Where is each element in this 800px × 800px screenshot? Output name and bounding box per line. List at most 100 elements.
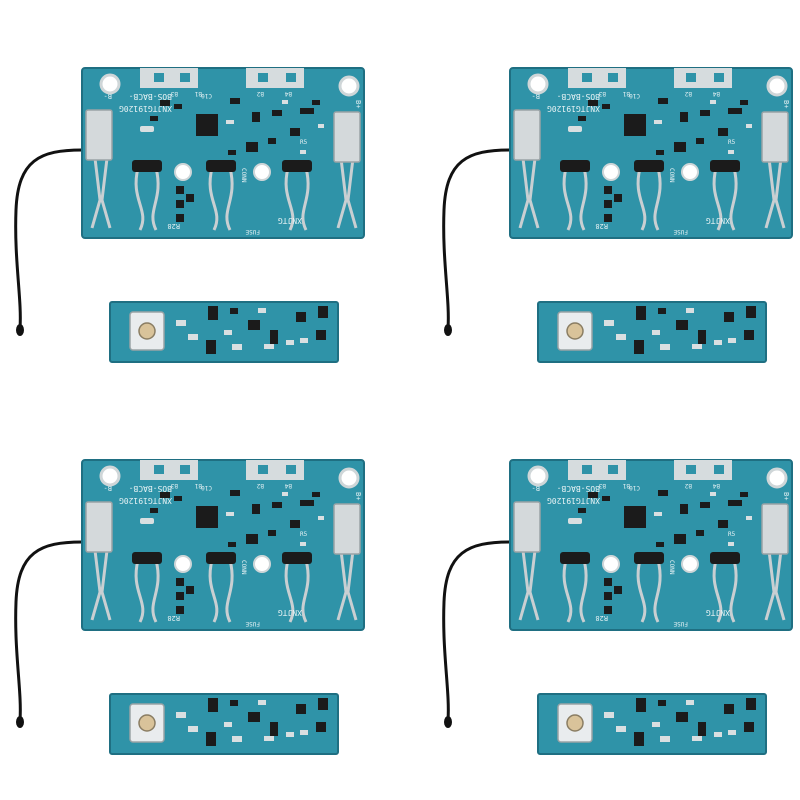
mounting-hole bbox=[766, 75, 788, 97]
silk-b-plus: B+ bbox=[354, 100, 362, 108]
terminal-block bbox=[513, 109, 541, 161]
silk-r28: R28 bbox=[595, 222, 608, 230]
silk-code: XNJTG19120G bbox=[119, 104, 172, 113]
silk-fuse: FUSE bbox=[673, 228, 688, 235]
mounting-hole bbox=[602, 555, 620, 573]
silk-r5: R5 bbox=[300, 139, 308, 146]
silk-b1: B1 bbox=[622, 482, 630, 489]
silk-b2: B2 bbox=[684, 482, 692, 489]
battery-contact-clips bbox=[90, 149, 358, 231]
silk-r5: R5 bbox=[728, 531, 736, 538]
led-indicator-board bbox=[537, 693, 767, 755]
silk-b-plus: B+ bbox=[782, 492, 790, 500]
smd-components bbox=[578, 98, 748, 222]
mounting-hole bbox=[602, 163, 620, 181]
main-board: BOS-BACB- XNJTG19120G XNJTG FUSE R28 CON… bbox=[509, 459, 793, 631]
terminal-block bbox=[85, 501, 113, 553]
thermistor-bead bbox=[16, 324, 24, 336]
silk-r28: R28 bbox=[595, 614, 608, 622]
thermistor-bead bbox=[444, 324, 452, 336]
thermistor-bead bbox=[16, 716, 24, 728]
silk-b1: B1 bbox=[622, 90, 630, 97]
terminal-block bbox=[761, 111, 789, 163]
smd-components bbox=[634, 698, 756, 746]
smd-components bbox=[206, 306, 328, 354]
battery-contact-clips bbox=[518, 541, 786, 623]
bms-kit-svg: BOS-BACB- XNJTG19120G XNJTG FUSE R28 CON… bbox=[14, 459, 365, 755]
silk-fuse: FUSE bbox=[245, 228, 260, 235]
silk-brand: XNJTG bbox=[278, 608, 302, 617]
silk-code: XNJTG19120G bbox=[119, 496, 172, 505]
silk-r28: R28 bbox=[167, 614, 180, 622]
ic-chip bbox=[624, 506, 646, 528]
mounting-hole bbox=[527, 73, 549, 95]
mounting-hole bbox=[338, 75, 360, 97]
bms-kit: BOS-BACB- XNJTG19120G XNJTG FUSE R28 CON… bbox=[428, 392, 800, 792]
main-board: BOS-BACB- XNJTG19120G XNJTG FUSE R28 CON… bbox=[509, 67, 793, 239]
led-indicator-board bbox=[109, 693, 339, 755]
silk-b-minus: B- bbox=[532, 92, 540, 100]
mounting-hole bbox=[338, 467, 360, 489]
thermistor-wire bbox=[442, 540, 512, 722]
mounting-hole bbox=[174, 163, 192, 181]
smd-components bbox=[578, 490, 748, 614]
silk-brand: XNJTG bbox=[706, 216, 730, 225]
mounting-hole bbox=[527, 465, 549, 487]
silk-c10: C10 bbox=[629, 484, 640, 491]
silk-code: XNJTG19120G bbox=[547, 496, 600, 505]
main-board: BOS-BACB- XNJTG19120G XNJTG FUSE R28 CON… bbox=[81, 67, 365, 239]
tactile-switch-button bbox=[566, 714, 584, 732]
silk-brand: XNJTG bbox=[706, 608, 730, 617]
silk-b2: B2 bbox=[684, 90, 692, 97]
silk-c10: C10 bbox=[201, 484, 212, 491]
terminal-block bbox=[513, 501, 541, 553]
silk-b3: B3 bbox=[598, 482, 606, 489]
mounting-hole bbox=[253, 555, 271, 573]
tactile-switch-button bbox=[138, 322, 156, 340]
silk-r5: R5 bbox=[728, 139, 736, 146]
ic-chip bbox=[624, 114, 646, 136]
silk-fuse: FUSE bbox=[673, 620, 688, 627]
mounting-hole bbox=[681, 163, 699, 181]
silk-model: BOS-BACB- bbox=[557, 92, 600, 101]
silk-code: XNJTG19120G bbox=[547, 104, 600, 113]
bms-kit-svg: BOS-BACB- XNJTG19120G XNJTG FUSE R28 CON… bbox=[14, 67, 365, 363]
silk-brand: XNJTG bbox=[278, 216, 302, 225]
silk-c10: C10 bbox=[201, 92, 212, 99]
terminal-block bbox=[761, 503, 789, 555]
battery-contact-clips bbox=[518, 149, 786, 231]
silk-b4: B4 bbox=[712, 90, 720, 97]
silk-model: BOS-BACB- bbox=[129, 484, 172, 493]
smd-components bbox=[150, 490, 320, 614]
tactile-switch-button bbox=[138, 714, 156, 732]
bms-kit: BOS-BACB- XNJTG19120G XNJTG FUSE R28 CON… bbox=[0, 392, 400, 792]
thermistor-wire bbox=[14, 148, 84, 330]
mounting-hole bbox=[99, 73, 121, 95]
led-indicator-board bbox=[109, 301, 339, 363]
thermistor-wire bbox=[14, 540, 84, 722]
silk-conn: CONN bbox=[240, 560, 247, 575]
silk-b4: B4 bbox=[284, 482, 292, 489]
silk-b-minus: B- bbox=[104, 484, 112, 492]
bms-kit: BOS-BACB- XNJTG19120G XNJTG FUSE R28 CON… bbox=[0, 0, 400, 400]
smd-components bbox=[206, 698, 328, 746]
main-board: BOS-BACB- XNJTG19120G XNJTG FUSE R28 CON… bbox=[81, 459, 365, 631]
mounting-hole bbox=[174, 555, 192, 573]
silk-b3: B3 bbox=[170, 482, 178, 489]
smd-components bbox=[634, 306, 756, 354]
silk-c10: C10 bbox=[629, 92, 640, 99]
silk-b-plus: B+ bbox=[354, 492, 362, 500]
bms-kit-svg: BOS-BACB- XNJTG19120G XNJTG FUSE R28 CON… bbox=[442, 67, 793, 363]
terminal-block bbox=[85, 109, 113, 161]
led-indicator-board bbox=[537, 301, 767, 363]
silk-b3: B3 bbox=[598, 90, 606, 97]
terminal-block bbox=[333, 503, 361, 555]
silk-b1: B1 bbox=[194, 90, 202, 97]
thermistor-wire bbox=[442, 148, 512, 330]
silk-conn: CONN bbox=[668, 560, 675, 575]
mounting-hole bbox=[99, 465, 121, 487]
thermistor-bead bbox=[444, 716, 452, 728]
silk-b-plus: B+ bbox=[782, 100, 790, 108]
silk-model: BOS-BACB- bbox=[129, 92, 172, 101]
bms-kit-svg: BOS-BACB- XNJTG19120G XNJTG FUSE R28 CON… bbox=[442, 459, 793, 755]
